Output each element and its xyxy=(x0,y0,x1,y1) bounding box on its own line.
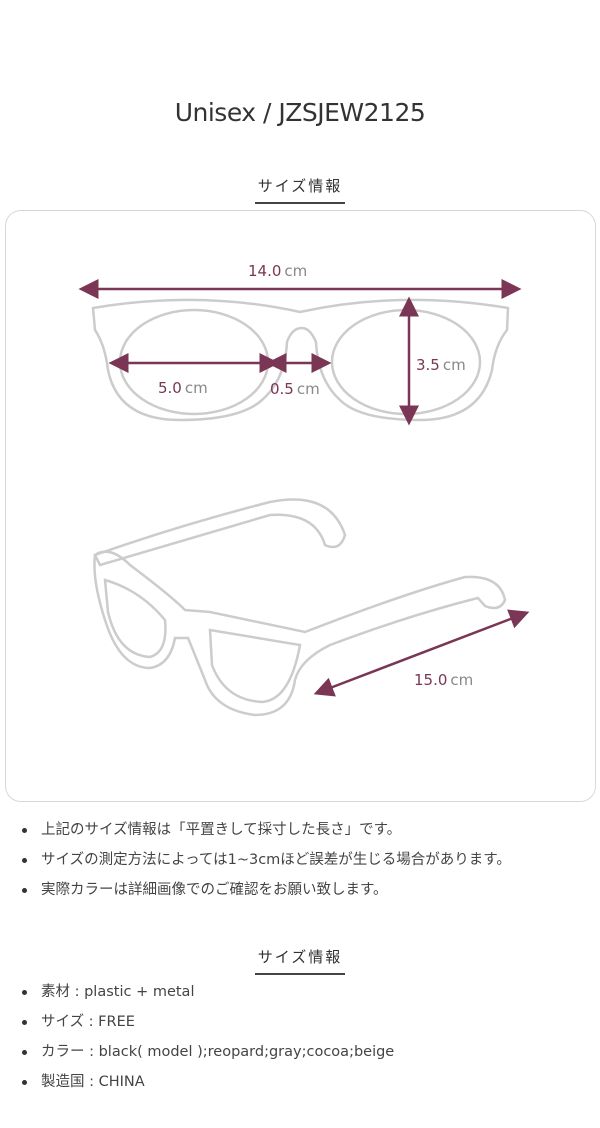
notes-list: 上記のサイズ情報は「平置きして採寸した長さ」です。 サイズの測定方法によっては1… xyxy=(0,815,511,905)
spec-colors: カラー : black( model );reopard;gray;cocoa;… xyxy=(22,1037,394,1067)
temple-length-line xyxy=(313,609,530,697)
size-diagram-box xyxy=(5,210,596,802)
note-item: サイズの測定方法によっては1~3cmほど誤差が生じる場合があります。 xyxy=(22,845,511,875)
spec-origin: 製造国 : CHINA xyxy=(22,1067,394,1097)
note-item: 上記のサイズ情報は「平置きして採寸した長さ」です。 xyxy=(22,815,511,845)
product-title: Unisex / JZSJEW2125 xyxy=(174,98,426,127)
spec-size: サイズ : FREE xyxy=(22,1007,394,1037)
measurement-lines xyxy=(78,279,530,697)
spec-material: 素材 : plastic + metal xyxy=(22,977,394,1007)
specs-list: 素材 : plastic + metal サイズ : FREE カラー : bl… xyxy=(0,977,394,1097)
size-info-heading-2: サイズ情報 xyxy=(0,946,600,975)
note-item: 実際カラーは詳細画像でのご確認をお願い致します。 xyxy=(22,875,511,905)
size-info-heading: サイズ情報 xyxy=(0,175,600,204)
